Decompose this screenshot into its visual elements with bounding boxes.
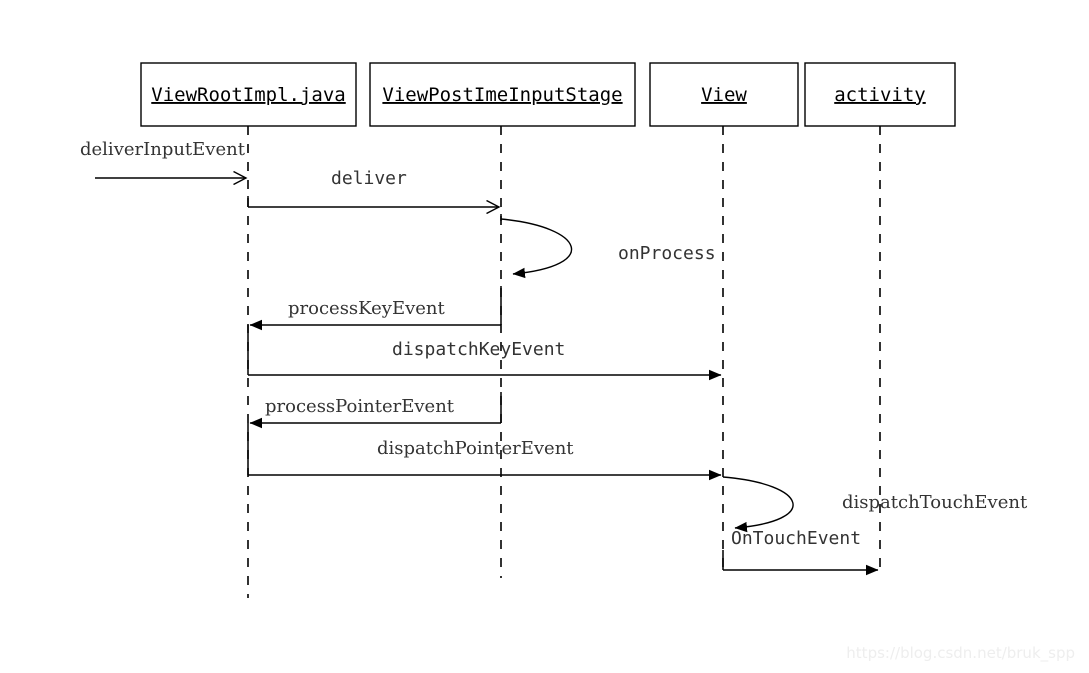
message-arrow-on-process	[500, 218, 573, 279]
message-dispatch-touch-event[interactable]: dispatchTouchEvent	[722, 476, 1028, 533]
participant-label-viewrootimpl: ViewRootImpl.java	[151, 84, 345, 106]
message-label-dispatch-pointer-event: dispatchPointerEvent	[377, 438, 574, 459]
participant-label-activity: activity	[834, 84, 926, 106]
watermark-text: https://blog.csdn.net/bruk_spp	[846, 644, 1075, 663]
messages-layer: deliverInputEvent deliver onProcess proc…	[80, 139, 1028, 576]
participant-view[interactable]: View	[649, 62, 799, 570]
participant-box-activity[interactable]	[804, 62, 956, 127]
message-process-key-event[interactable]: processKeyEvent	[247, 286, 502, 340]
participant-activity[interactable]: activity	[804, 62, 956, 570]
participant-viewpostimeinputstage[interactable]: ViewPostImeInputStage	[369, 62, 636, 578]
message-dispatch-key-event[interactable]: dispatchKeyEvent	[247, 339, 722, 381]
message-deliver-input-event[interactable]: deliverInputEvent	[80, 139, 246, 178]
message-label-on-process: onProcess	[618, 243, 716, 264]
message-dispatch-pointer-event[interactable]: dispatchPointerEvent	[247, 438, 722, 481]
message-on-process[interactable]: onProcess	[500, 214, 716, 279]
message-label-process-pointer-event: processPointerEvent	[265, 396, 455, 417]
message-label-dispatch-touch-event: dispatchTouchEvent	[842, 492, 1028, 513]
message-label-deliver: deliver	[331, 168, 407, 189]
message-label-dispatch-key-event: dispatchKeyEvent	[392, 339, 565, 360]
participant-label-view: View	[701, 84, 747, 106]
message-label-deliver-input-event: deliverInputEvent	[80, 139, 246, 160]
participant-viewrootimpl[interactable]: ViewRootImpl.java	[140, 62, 357, 598]
message-arrow-dispatch-touch-event	[722, 476, 794, 533]
participant-box-view[interactable]	[649, 62, 799, 127]
participant-box-viewrootimpl[interactable]	[140, 62, 357, 127]
message-label-process-key-event: processKeyEvent	[288, 298, 446, 319]
message-process-pointer-event[interactable]: processPointerEvent	[247, 392, 502, 440]
message-on-touch-event[interactable]: OnTouchEvent	[722, 528, 879, 576]
participant-label-viewpostimeinputstage: ViewPostImeInputStage	[382, 84, 622, 106]
message-label-on-touch-event: OnTouchEvent	[731, 528, 861, 549]
participant-box-viewpostimeinputstage[interactable]	[369, 62, 636, 127]
message-deliver[interactable]: deliver	[247, 168, 499, 207]
participants-layer: ViewRootImpl.java ViewPostImeInputStage …	[140, 62, 956, 598]
